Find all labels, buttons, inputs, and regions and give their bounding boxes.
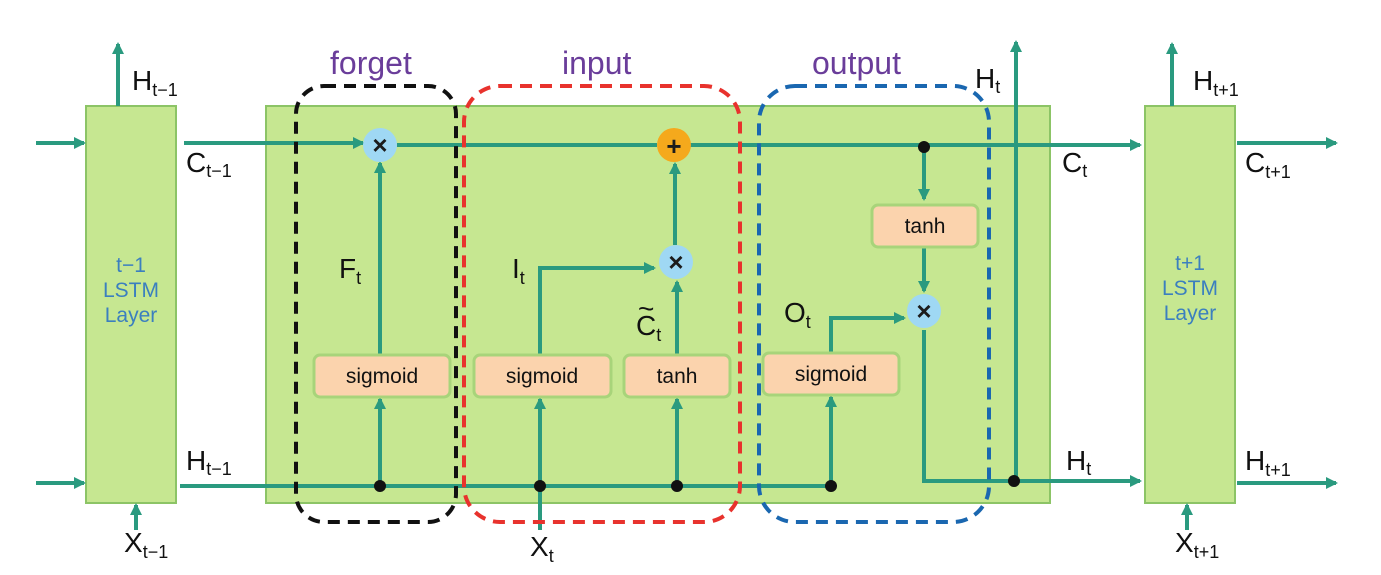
svg-text:sigmoid: sigmoid — [346, 365, 418, 388]
junction-dots — [374, 141, 1020, 492]
junction-dot — [1008, 475, 1020, 487]
cell-add-operator: + — [657, 128, 691, 162]
candidate-cell-label: Ct — [636, 310, 661, 345]
forget-group-box — [294, 84, 458, 524]
junction-dot — [534, 480, 546, 492]
svg-text:tanh: tanh — [905, 215, 946, 238]
h-t-top-label: Ht — [975, 63, 1000, 97]
junction-dot — [918, 141, 930, 153]
prev-layer-line2: LSTM — [103, 279, 159, 302]
next-lstm-layer-panel — [1144, 105, 1236, 504]
input-group-box — [462, 84, 742, 524]
output-sigmoid-output — [829, 312, 906, 352]
next-layer-line1: t+1 — [1175, 252, 1205, 275]
input-gate-output-label: It — [512, 253, 525, 288]
input-tanh-gate: tanh — [622, 353, 732, 399]
input-group-title: input — [562, 45, 632, 81]
h-next-top-label: Ht+1 — [1193, 65, 1239, 100]
h-prev-input-label: Ht−1 — [186, 445, 232, 479]
svg-text:×: × — [916, 296, 931, 326]
h-prev-top-label: Ht−1 — [132, 65, 178, 100]
svg-text:sigmoid: sigmoid — [506, 365, 578, 388]
junction-dot — [374, 480, 386, 492]
next-layer-line2: LSTM — [1162, 277, 1218, 300]
output-sigmoid-gate: sigmoid — [761, 351, 901, 397]
input-sigmoid-gate: sigmoid — [472, 353, 613, 399]
input-sigmoid-output — [538, 262, 656, 354]
prev-layer-line3: Layer — [105, 304, 158, 327]
junction-dot — [671, 480, 683, 492]
svg-text:tanh: tanh — [657, 365, 698, 388]
prev-layer-line1: t−1 — [116, 254, 146, 277]
output-group-title: output — [812, 45, 901, 81]
svg-text:×: × — [668, 247, 683, 277]
prev-lstm-layer-panel — [85, 105, 177, 504]
h-t-output-label: Ht — [1066, 445, 1091, 479]
svg-text:+: + — [666, 131, 681, 161]
cell-tanh-gate: tanh — [870, 203, 980, 249]
h-next-output-label: Ht+1 — [1245, 445, 1291, 480]
svg-text:×: × — [372, 130, 387, 160]
c-prev-label: Ct−1 — [186, 147, 232, 181]
x-t-label: Xt — [530, 531, 554, 566]
c-t-label: Ct — [1062, 147, 1087, 181]
c-next-label: Ct+1 — [1245, 147, 1291, 182]
svg-text:sigmoid: sigmoid — [795, 363, 867, 386]
output-gate-output-label: Ot — [784, 297, 811, 332]
x-next-label: Xt+1 — [1175, 527, 1219, 562]
output-multiply-operator: × — [907, 294, 941, 328]
junction-dot — [825, 480, 837, 492]
candidate-tilde-mark: ~ — [638, 293, 654, 324]
forget-gate-output-label: Ft — [339, 253, 361, 288]
forget-multiply-operator: × — [363, 128, 397, 162]
forget-sigmoid-gate: sigmoid — [312, 353, 452, 399]
output-to-hidden — [922, 330, 1142, 487]
next-layer-line3: Layer — [1164, 302, 1217, 325]
output-group-box — [757, 84, 991, 524]
x-prev-label: Xt−1 — [124, 527, 168, 562]
connections — [36, 40, 1338, 530]
forget-group-title: forget — [330, 45, 412, 81]
input-multiply-operator: × — [659, 245, 693, 279]
